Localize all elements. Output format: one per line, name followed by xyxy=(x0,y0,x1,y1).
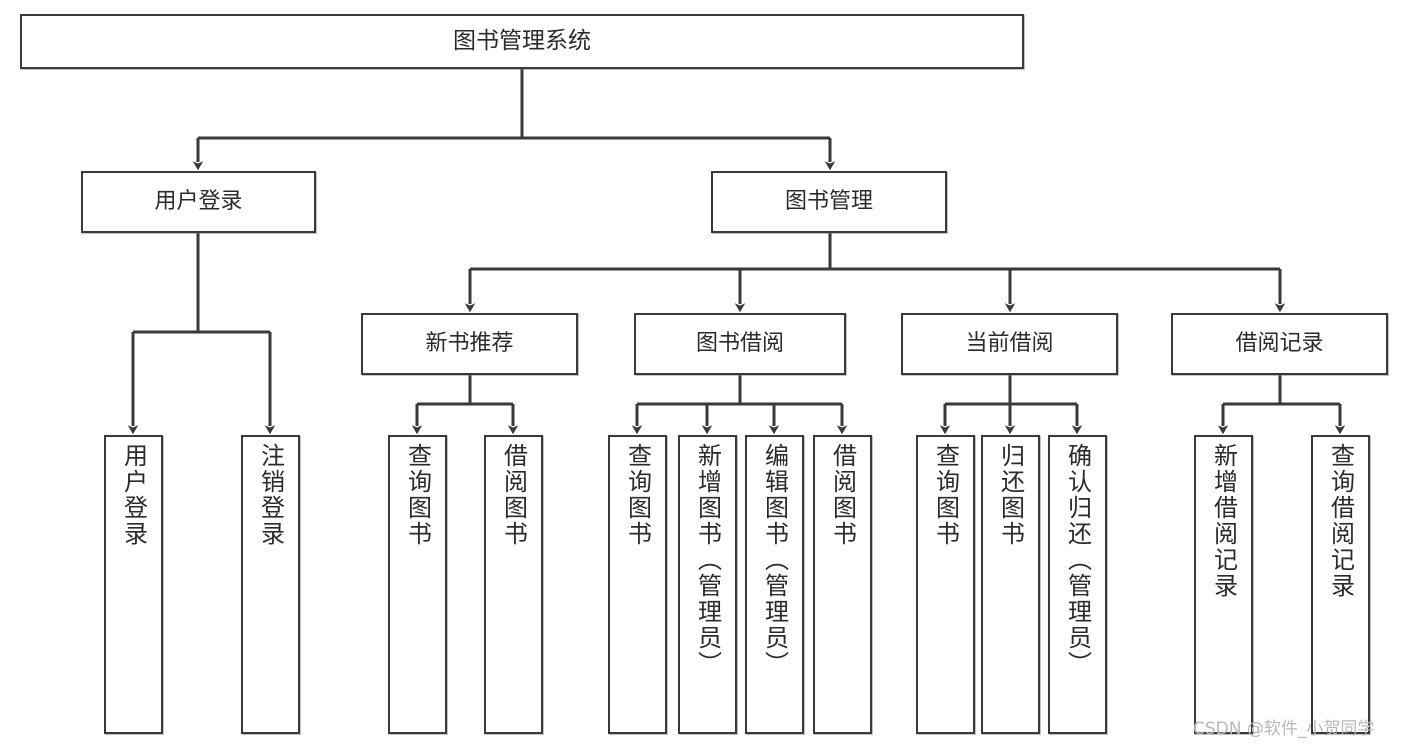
node-label: 借阅图书 xyxy=(499,443,528,547)
node-label: 新增借阅记录 xyxy=(1209,443,1238,599)
node-label: 借阅记录 xyxy=(1235,331,1324,357)
node-label: 查询图书 xyxy=(931,443,960,547)
node-leaf-query-record[interactable]: 查询借阅记录 xyxy=(1311,435,1370,734)
node-leaf-borrow-book-1[interactable]: 借阅图书 xyxy=(484,435,543,734)
node-leaf-query-book-3[interactable]: 查询图书 xyxy=(916,435,975,734)
node-leaf-query-book-1[interactable]: 查询图书 xyxy=(388,435,447,734)
node-label: 编辑图书（管理员） xyxy=(760,443,789,677)
node-leaf-add-book[interactable]: 新增图书（管理员） xyxy=(678,435,737,734)
node-label: 查询图书 xyxy=(623,443,652,547)
node-current-borrow[interactable]: 当前借阅 xyxy=(901,313,1118,375)
node-book-borrow[interactable]: 图书借阅 xyxy=(634,313,846,375)
node-leaf-user-login[interactable]: 用户登录 xyxy=(104,435,163,734)
node-label: 图书管理系统 xyxy=(453,27,591,54)
node-label: 确认归还（管理员） xyxy=(1063,443,1092,677)
node-label: 用户登录 xyxy=(154,189,243,215)
node-label: 新增图书（管理员） xyxy=(693,443,722,677)
node-label: 查询借阅记录 xyxy=(1326,443,1355,599)
node-leaf-add-record[interactable]: 新增借阅记录 xyxy=(1194,435,1253,734)
node-book-manage[interactable]: 图书管理 xyxy=(711,171,947,233)
node-label: 借阅图书 xyxy=(828,443,857,547)
node-leaf-borrow-book-2[interactable]: 借阅图书 xyxy=(813,435,872,734)
node-label: 用户登录 xyxy=(119,443,148,547)
node-label: 图书管理 xyxy=(784,189,873,215)
node-leaf-query-book-2[interactable]: 查询图书 xyxy=(608,435,667,734)
node-label: 归还图书 xyxy=(996,443,1025,547)
node-borrow-record[interactable]: 借阅记录 xyxy=(1171,313,1388,375)
node-label: 当前借阅 xyxy=(965,331,1054,357)
node-user-login[interactable]: 用户登录 xyxy=(81,171,316,233)
node-leaf-confirm-return[interactable]: 确认归还（管理员） xyxy=(1048,435,1107,734)
node-label: 注销登录 xyxy=(256,443,285,547)
node-label: 新书推荐 xyxy=(425,331,514,357)
node-label: 图书借阅 xyxy=(695,331,784,357)
node-new-book-recommend[interactable]: 新书推荐 xyxy=(361,313,578,375)
node-root-system[interactable]: 图书管理系统 xyxy=(20,14,1024,69)
node-leaf-return-book[interactable]: 归还图书 xyxy=(981,435,1040,734)
node-leaf-edit-book[interactable]: 编辑图书（管理员） xyxy=(745,435,804,734)
node-label: 查询图书 xyxy=(403,443,432,547)
node-leaf-user-logout[interactable]: 注销登录 xyxy=(241,435,300,734)
